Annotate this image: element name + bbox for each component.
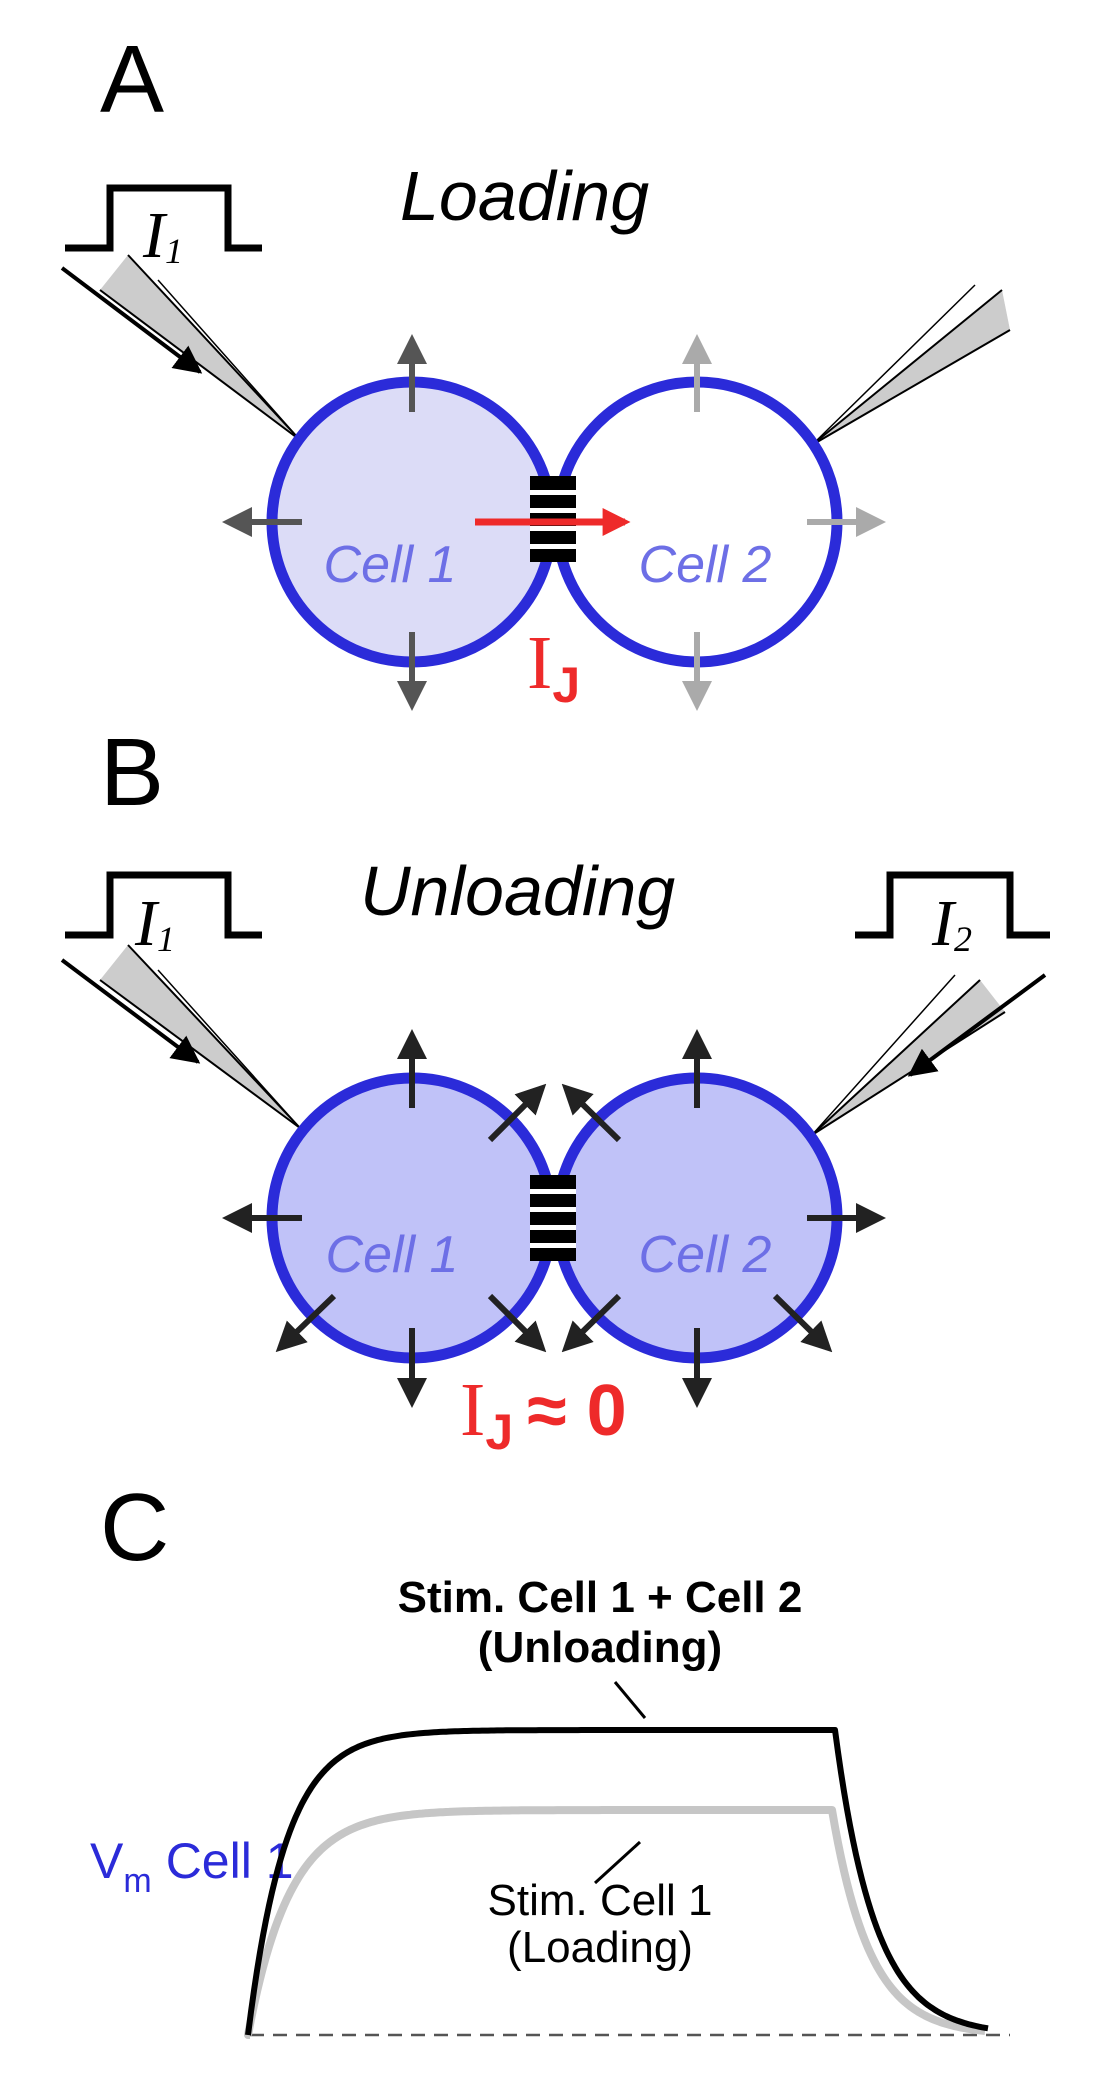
loading-trace-label-line1: Stim. Cell 1	[488, 1876, 713, 1925]
vm-label: V	[90, 1833, 124, 1889]
panel-a-title: Loading	[400, 157, 649, 235]
cell-2-label-b: Cell 2	[639, 1226, 772, 1284]
svg-text:I2: I2	[931, 887, 972, 960]
unloading-trace-pointer	[613, 1681, 647, 1719]
unloading-trace-label-line1: Stim. Cell 1 + Cell 2	[398, 1573, 803, 1622]
junction-current-subscript-a: J	[552, 657, 580, 713]
panel-a: A Loading I1 Cell 1 Cell 2	[60, 26, 1011, 713]
svg-text:I1: I1	[134, 887, 175, 960]
stim-pulse-i1-a: I1	[65, 184, 262, 272]
svg-text:IJ: IJ	[527, 621, 580, 713]
gap-junction-b	[530, 1175, 576, 1261]
junction-current-label-b: I	[460, 1368, 485, 1452]
stim-label-a: I	[142, 199, 168, 272]
current-injection-arrow-a	[60, 266, 203, 374]
unloading-trace-label-line2: (Unloading)	[478, 1623, 722, 1672]
panel-b-letter: B	[100, 719, 164, 826]
pipette-right-b	[811, 973, 1047, 1136]
panel-c-letter: C	[100, 1474, 169, 1581]
membrane-current-arrows-cell1-b	[222, 1029, 547, 1408]
panel-a-letter: A	[100, 26, 164, 133]
junction-current-value-b: ≈ 0	[527, 1371, 627, 1451]
stim-pulse-i2-b: I2	[855, 871, 1050, 960]
pipette-left-a	[60, 254, 301, 441]
stim-pulse-i1-b: I1	[65, 871, 262, 960]
cell-2-label-a: Cell 2	[639, 536, 772, 594]
junction-current-label-a: I	[527, 621, 552, 705]
stim1-subscript-b: 1	[157, 919, 175, 959]
svg-text:IJ≈ 0: IJ≈ 0	[460, 1368, 627, 1460]
cell-1-label-a: Cell 1	[324, 536, 457, 594]
stim2-subscript-b: 2	[954, 919, 972, 959]
vm-subscript: m	[123, 1862, 151, 1900]
panel-b-title: Unloading	[360, 852, 675, 930]
svg-text:I1: I1	[142, 199, 183, 272]
pipette-right-a	[811, 284, 1011, 446]
loading-trace-label-line2: (Loading)	[507, 1923, 693, 1972]
unloading-trace	[245, 1727, 989, 2036]
panel-b: B Unloading I1 I2	[60, 719, 1050, 1460]
junction-current-subscript-b: J	[485, 1404, 513, 1460]
pipette-left-b	[60, 944, 301, 1129]
stim2-label-b: I	[931, 887, 957, 960]
loading-trace-pointer	[593, 1840, 642, 1885]
cell-1-label-b: Cell 1	[326, 1226, 459, 1284]
membrane-current-arrows-cell2-b	[561, 1029, 886, 1408]
current-injection-arrow-b1	[60, 958, 201, 1064]
stim1-label-b: I	[134, 887, 160, 960]
stim-subscript-a: 1	[165, 231, 183, 271]
loading-trace	[244, 1806, 986, 2039]
current-injection-arrow-b2	[907, 973, 1047, 1077]
membrane-current-arrows-cell1-a	[222, 334, 427, 711]
membrane-current-arrows-cell2-a	[682, 334, 886, 711]
